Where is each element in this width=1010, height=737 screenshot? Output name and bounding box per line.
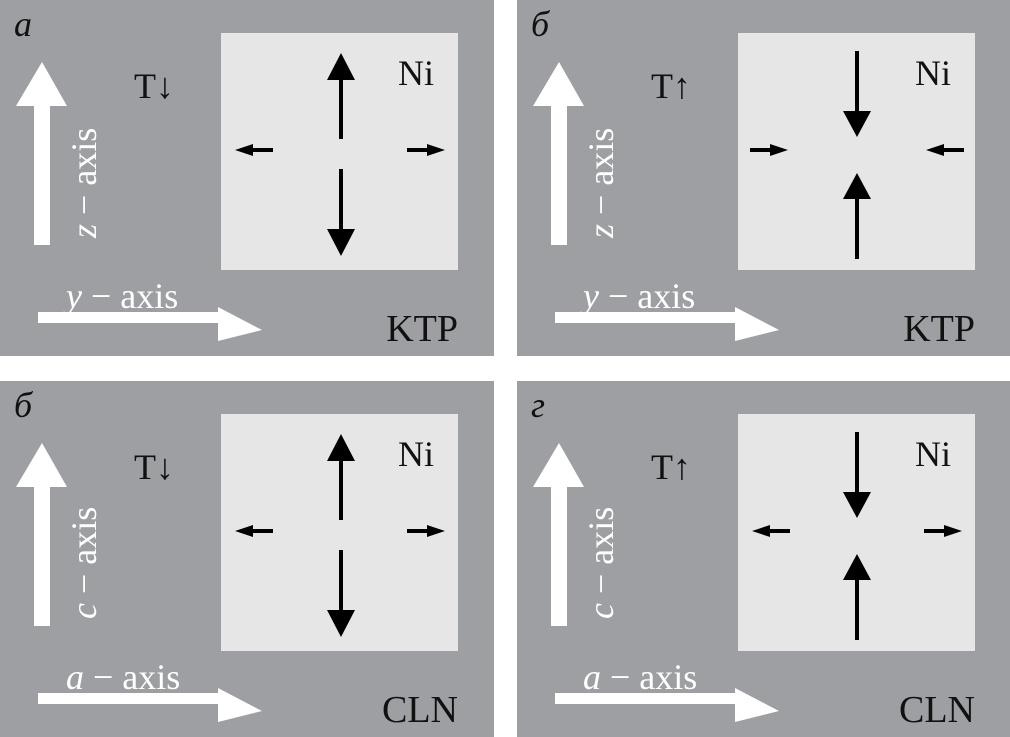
field-arrows <box>752 432 962 640</box>
panel-a: а z − axis y − axis T↓ Ni KTP <box>0 0 494 356</box>
c-axis-arrow <box>16 443 67 626</box>
c-axis-arrow <box>533 443 584 626</box>
arrow-left-icon <box>235 525 273 537</box>
horizontal-axis-label: a − axis <box>66 657 181 697</box>
temperature-label: T↓ <box>134 66 174 106</box>
arrow-right-icon <box>750 144 788 156</box>
temperature-label: T↑ <box>651 66 691 106</box>
axis-arrows <box>16 62 262 341</box>
arrow-left-icon <box>752 525 790 537</box>
material-label: CLN <box>382 689 458 731</box>
material-label: KTP <box>386 308 458 350</box>
panel-d: г c − axis a − axis T↑ Ni CLN <box>517 381 1010 737</box>
panel-letter: г <box>531 385 546 425</box>
vertical-axis-label: z − axis <box>64 127 104 238</box>
panel-letter: б <box>14 385 33 425</box>
axis-arrows <box>533 443 779 722</box>
z-axis-arrow <box>16 62 67 245</box>
horizontal-axis-label: y − axis <box>66 276 179 316</box>
arrow-up-icon <box>843 173 871 259</box>
arrow-right-icon <box>407 144 445 156</box>
material-label: CLN <box>899 689 975 731</box>
arrow-left-icon <box>926 144 964 156</box>
arrow-up-icon <box>843 554 871 640</box>
horizontal-axis-label: y − axis <box>583 276 696 316</box>
field-arrows <box>750 51 964 259</box>
temperature-label: T↑ <box>651 447 691 487</box>
y-axis-arrow <box>38 307 262 341</box>
arrow-down-icon <box>843 51 871 137</box>
arrow-left-icon <box>235 144 273 156</box>
ni-region: Ni <box>221 414 458 651</box>
field-arrows <box>235 53 445 256</box>
axis-arrows <box>533 62 779 341</box>
ni-label: Ni <box>398 53 434 93</box>
panel-c: б c − axis a − axis T↓ Ni CLN <box>0 381 494 737</box>
ni-label: Ni <box>915 53 951 93</box>
y-axis-arrow <box>555 307 779 341</box>
arrow-up-icon <box>327 53 355 139</box>
field-arrows <box>235 434 445 637</box>
material-label: KTP <box>903 308 975 350</box>
arrow-down-icon <box>843 432 871 518</box>
vertical-axis-label: c − axis <box>64 506 104 619</box>
arrow-down-icon <box>327 550 355 637</box>
arrow-right-icon <box>924 525 962 537</box>
ni-label: Ni <box>398 434 434 474</box>
temperature-label: T↓ <box>134 447 174 487</box>
a-axis-arrow <box>555 688 779 722</box>
arrow-up-icon <box>327 434 355 520</box>
ni-region: Ni <box>738 33 975 270</box>
horizontal-axis-label: a − axis <box>583 657 698 697</box>
z-axis-arrow <box>533 62 584 245</box>
axis-arrows <box>16 443 262 722</box>
arrow-right-icon <box>407 525 445 537</box>
vertical-axis-label: c − axis <box>581 506 621 619</box>
panel-letter: б <box>531 4 550 44</box>
ni-region: Ni <box>221 33 458 270</box>
ni-label: Ni <box>915 434 951 474</box>
a-axis-arrow <box>38 688 262 722</box>
panel-b: б z − axis y − axis T↑ Ni KTP <box>517 0 1010 356</box>
vertical-axis-label: z − axis <box>581 127 621 238</box>
arrow-down-icon <box>327 169 355 256</box>
ni-region: Ni <box>738 414 975 651</box>
panel-letter: а <box>14 4 32 44</box>
